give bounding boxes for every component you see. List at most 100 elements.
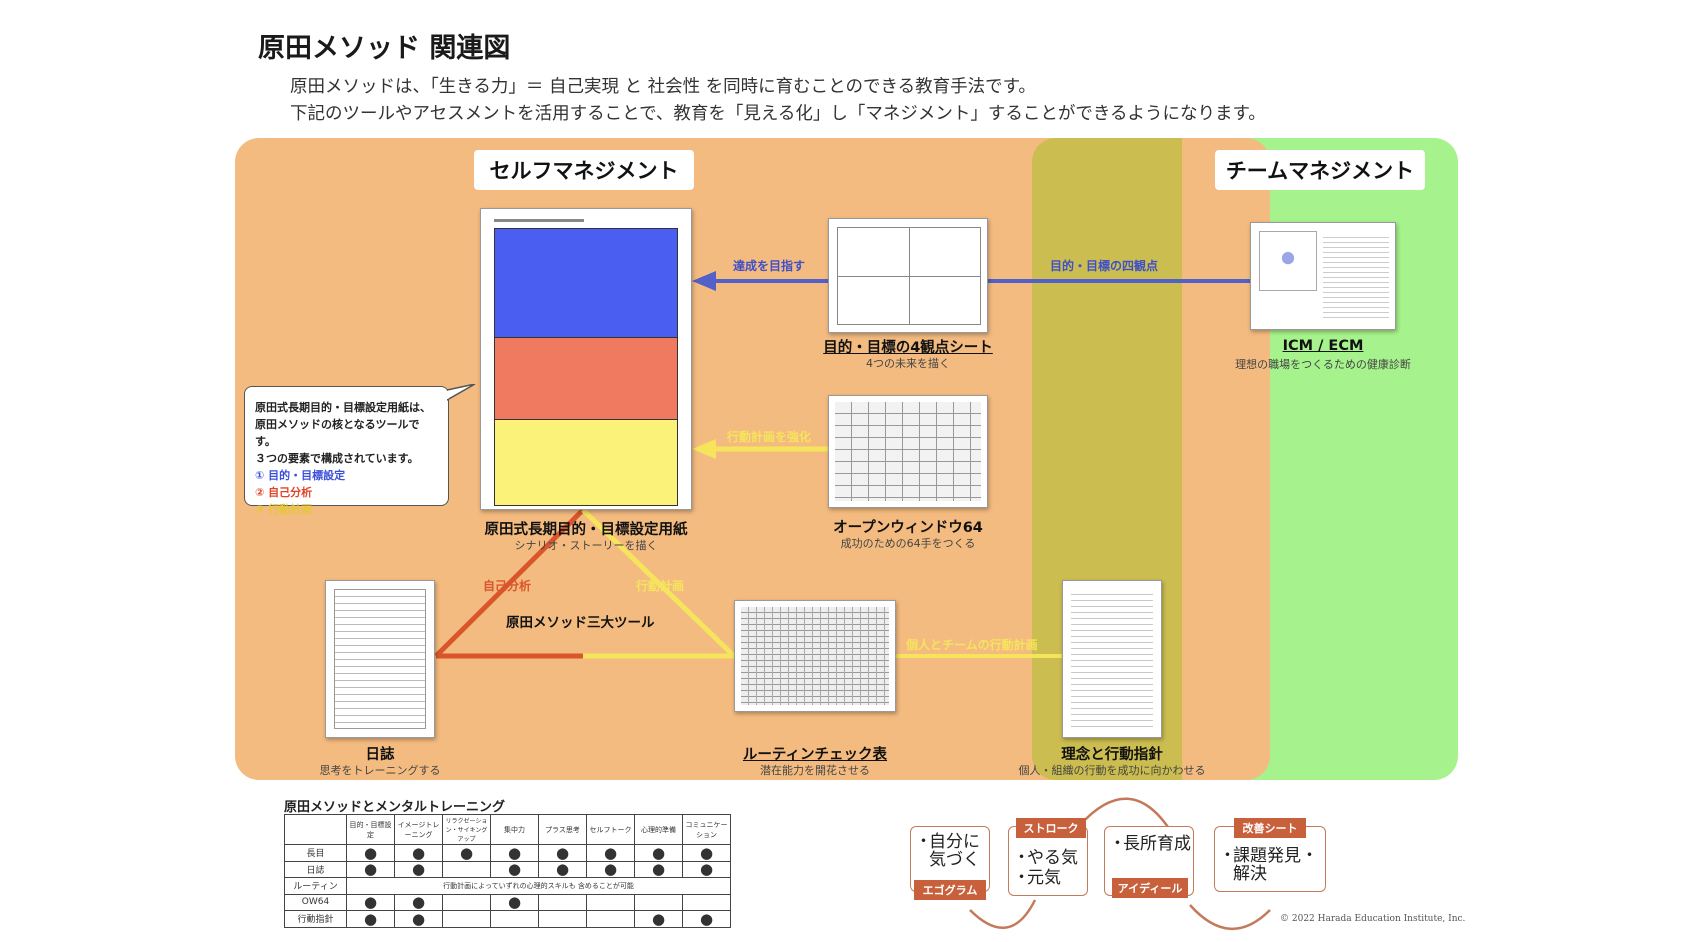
mark-cell: ●	[587, 861, 635, 878]
empty-cell	[491, 911, 539, 928]
sheet-header-line	[494, 219, 584, 222]
table-row: 行動指針 ● ● ● ●	[285, 911, 731, 928]
diary-name: 日誌	[300, 743, 460, 764]
mark-cell: ●	[491, 861, 539, 878]
table-header-row: 目的・目標設定 イメージトレーニング リラクゼーション・サイキングアップ 集中力…	[285, 815, 731, 845]
mark-cell: ●	[491, 894, 539, 911]
mark-cell: ●	[395, 911, 443, 928]
strengthen-label: 行動計画を強化	[727, 428, 811, 445]
empty-cell	[443, 861, 491, 878]
philosophy-lines	[1071, 589, 1153, 729]
egogram-tag: エゴグラム	[914, 880, 986, 900]
cycle-box3-line1: 長所育成	[1123, 835, 1191, 854]
empty-cell	[443, 911, 491, 928]
individual-team-label: 個人とチームの行動計画	[906, 636, 1038, 653]
action-plan-label: 行動計画	[636, 577, 684, 594]
open-window-name: オープンウィンドウ64	[808, 516, 1008, 537]
action-plan-block	[494, 420, 678, 506]
callout-item-goal: ① 目的・目標設定	[255, 467, 438, 484]
mark-cell: ●	[539, 861, 587, 878]
callout-line-2: 原田メソッドの核となるツールです。	[255, 416, 438, 450]
philosophy-sheet	[1062, 580, 1162, 738]
cycle-arc-3	[1190, 905, 1270, 929]
table-row: 日誌 ● ● ● ● ● ● ●	[285, 861, 731, 878]
routine-name: ルーティンチェック表	[715, 743, 915, 764]
long-term-sheet-callout: 原田式長期目的・目標設定用紙は、 原田メソッドの核となるツールです。 ３つの要素…	[244, 386, 449, 506]
icm-ecm-desc: 理想の職場をつくるための健康診断	[1210, 356, 1436, 372]
callout-item-self-analysis: ② 自己分析	[255, 484, 438, 501]
cycle-box2-line2: 元気	[1027, 869, 1061, 888]
row-label: 行動指針	[285, 911, 347, 928]
philosophy-desc: 個人・組織の行動を成功に向かわせる	[990, 762, 1234, 778]
mental-training-table: 目的・目標設定 イメージトレーニング リラクゼーション・サイキングアップ 集中力…	[284, 814, 731, 928]
cycle-box2-line1: やる気	[1027, 849, 1078, 868]
column-header: 心理的準備	[635, 815, 683, 845]
mark-cell: ●	[635, 911, 683, 928]
open-window-desc: 成功のための64手をつくる	[808, 535, 1008, 551]
copyright-text: © 2022 Harada Education Institute, Inc.	[1280, 914, 1465, 924]
callout-line-1: 原田式長期目的・目標設定用紙は、	[255, 399, 438, 416]
four-view-horizontal-axis	[837, 276, 981, 277]
mark-cell: ●	[683, 911, 731, 928]
column-header: 集中力	[491, 815, 539, 845]
mark-cell: ●	[347, 894, 395, 911]
icm-ecm-sheet	[1250, 222, 1396, 330]
mark-cell: ●	[635, 845, 683, 862]
routine-check-sheet	[734, 600, 896, 712]
routine-note-cell: 行動計画によっていずれの心理的スキルも 含めることが可能	[347, 878, 731, 895]
empty-cell	[539, 911, 587, 928]
mark-cell: ●	[491, 845, 539, 862]
column-header: プラス思考	[539, 815, 587, 845]
philosophy-name: 理念と行動指針	[1012, 743, 1212, 764]
column-header: コミュニケーション	[683, 815, 731, 845]
empty-cell	[443, 894, 491, 911]
icm-scatter-plot	[1259, 231, 1317, 291]
long-term-sheet-desc: シナリオ・ストーリーを描く	[466, 537, 706, 553]
goal-section-block	[494, 228, 678, 338]
table-row: OW64 ● ● ●	[285, 894, 731, 911]
table-corner-cell	[285, 815, 347, 845]
cycle-box4-line2: 解決	[1233, 865, 1267, 884]
mark-cell: ●	[395, 845, 443, 862]
empty-cell	[539, 894, 587, 911]
column-header: 目的・目標設定	[347, 815, 395, 845]
diary-desc: 思考をトレーニングする	[280, 762, 480, 778]
three-tools-label: 原田メソッド三大ツール	[506, 611, 655, 631]
column-header: イメージトレーニング	[395, 815, 443, 845]
achieve-label: 達成を目指す	[733, 257, 805, 274]
row-label: 長目	[285, 845, 347, 862]
mark-cell: ●	[395, 861, 443, 878]
mark-cell: ●	[347, 911, 395, 928]
mark-cell: ●	[635, 861, 683, 878]
empty-cell	[683, 894, 731, 911]
mark-cell: ●	[683, 845, 731, 862]
mark-cell: ●	[587, 845, 635, 862]
ideal-tag: アイディール	[1112, 878, 1188, 898]
mark-cell: ●	[395, 894, 443, 911]
row-label: ルーティン	[285, 878, 347, 895]
yellow-arrowhead	[692, 439, 716, 459]
four-points-label: 目的・目標の四観点	[1050, 257, 1158, 274]
icm-text-lines	[1323, 233, 1389, 321]
mark-cell: ●	[443, 845, 491, 862]
diary-lines	[334, 589, 426, 729]
long-term-sheet-name: 原田式長期目的・目標設定用紙	[466, 518, 706, 539]
callout-pointer	[447, 384, 477, 408]
stroke-tag: ストローク	[1016, 818, 1086, 838]
diary-sheet	[325, 580, 435, 738]
cycle-box1-line2: 気づく	[929, 851, 980, 870]
mark-cell: ●	[539, 845, 587, 862]
row-label: 日誌	[285, 861, 347, 878]
blue-arrowhead	[692, 271, 716, 291]
four-view-sheet-name: 目的・目標の4観点シート	[808, 336, 1008, 357]
table-row: ルーティン 行動計画によっていずれの心理的スキルも 含めることが可能	[285, 878, 731, 895]
self-analysis-block	[494, 338, 678, 420]
mark-cell: ●	[347, 861, 395, 878]
empty-cell	[635, 894, 683, 911]
four-view-sheet-desc: 4つの未来を描く	[808, 355, 1008, 371]
improvement-sheet-tag: 改善シート	[1234, 818, 1306, 838]
row-label: OW64	[285, 894, 347, 911]
open-window-grid	[835, 402, 981, 501]
four-view-sheet	[828, 218, 988, 333]
mental-training-title: 原田メソッドとメンタルトレーニング	[284, 796, 505, 815]
